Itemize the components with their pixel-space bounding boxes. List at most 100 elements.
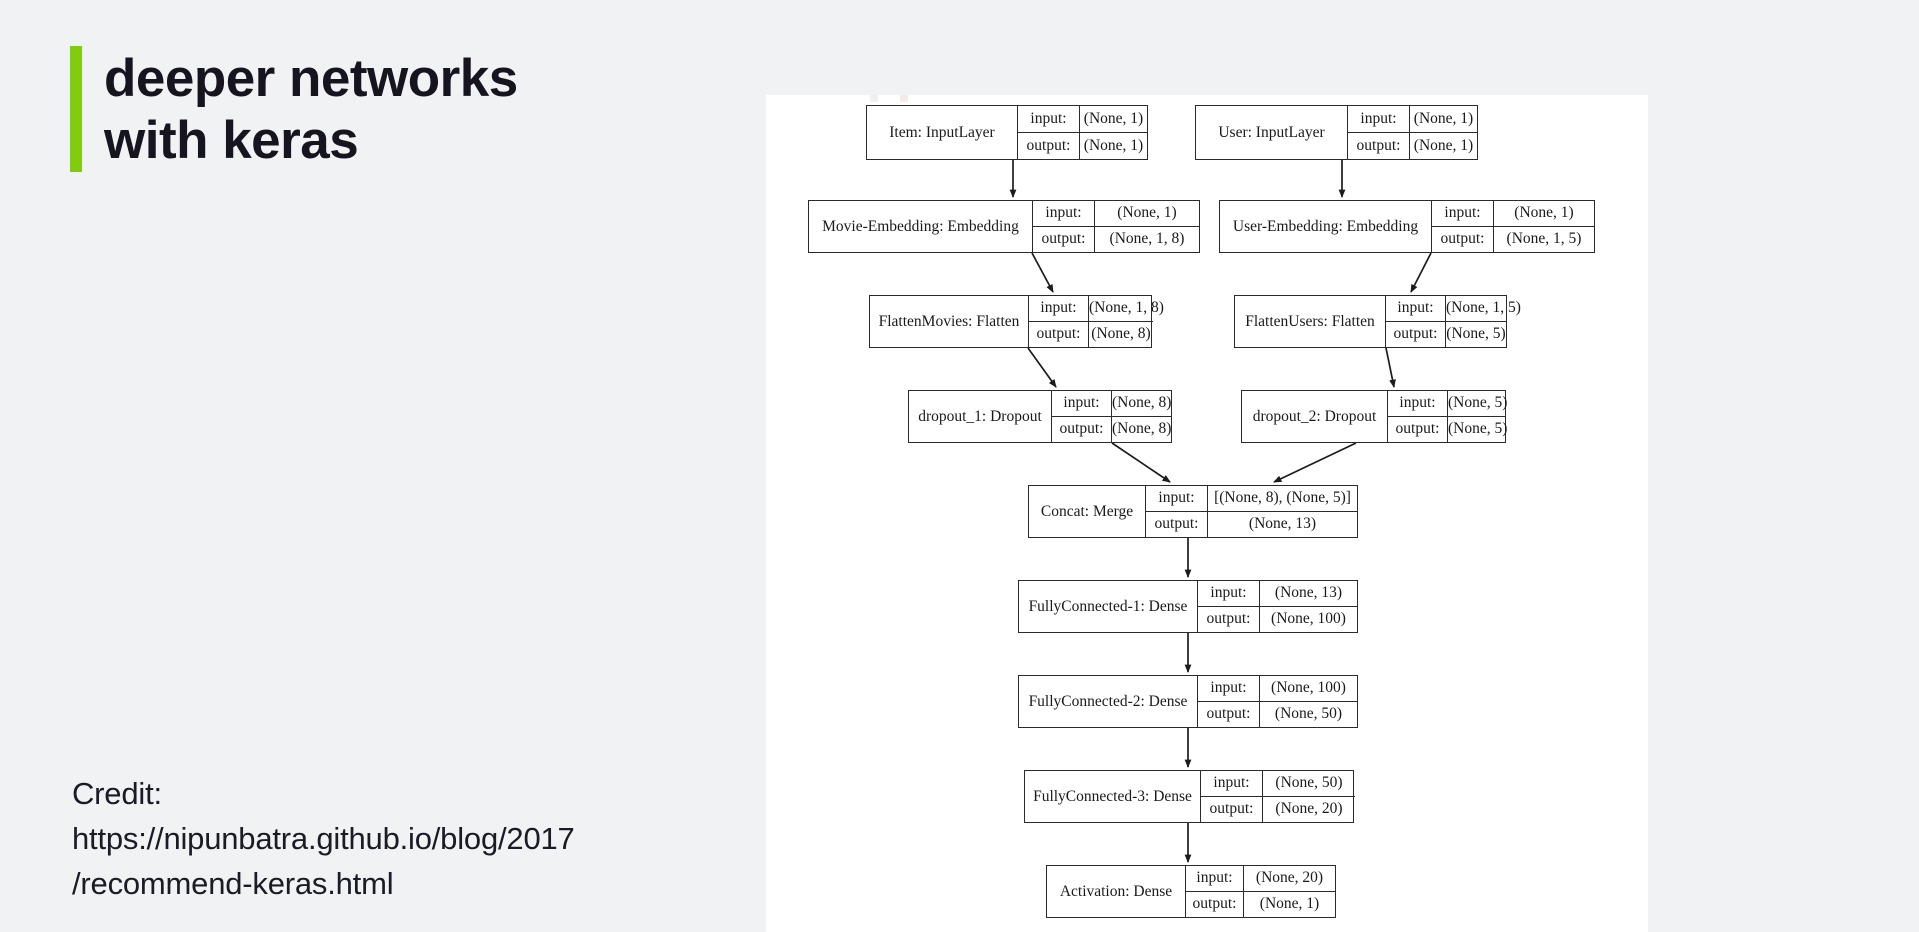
node-input-shape-activation: (None, 20) xyxy=(1255,869,1324,887)
node-label-item_input: Item: InputLayer xyxy=(889,123,995,141)
node-output-row-flatten_users: output:(None, 5) xyxy=(1386,321,1506,347)
node-output-shape-flatten_movies: (None, 8) xyxy=(1091,325,1151,343)
graph-node-fc2: FullyConnected-2: Dense input: (None, 100)… xyxy=(1018,675,1358,728)
node-output-key-item_input: output: xyxy=(1018,132,1080,159)
node-input-key-flatten_users: input: xyxy=(1386,296,1446,321)
node-input-key-concat: input: xyxy=(1146,486,1208,511)
node-output-shape-dropout_2: (None, 5) xyxy=(1448,420,1508,438)
node-input-row-user_input: input:(None, 1) xyxy=(1348,106,1477,133)
node-input-shape-fc3: (None, 50) xyxy=(1275,774,1343,792)
node-output-shape-item_input: (None, 1) xyxy=(1083,136,1144,154)
node-output-row-movie_embedding: output:(None, 1, 8) xyxy=(1033,226,1199,252)
node-input-shape-flatten_movies: (None, 1, 8) xyxy=(1089,299,1164,317)
node-input-row-fc3: input: (None, 50) xyxy=(1201,771,1355,797)
node-output-row-flatten_movies: output:(None, 8) xyxy=(1029,321,1153,347)
node-label-flatten_users: FlattenUsers: Flatten xyxy=(1245,312,1375,330)
node-output-row-dropout_2: output:(None, 5) xyxy=(1388,416,1508,442)
clipped-edge-artifact xyxy=(870,95,912,102)
node-output-key-flatten_movies: output: xyxy=(1029,321,1089,347)
node-io-table-item_input: input:(None, 1)output:(None, 1) xyxy=(1017,106,1147,159)
node-output-row-fc2: output: (None, 50) xyxy=(1198,701,1357,727)
node-input-key-fc3: input: xyxy=(1201,771,1263,796)
credit-text: Credit: https://nipunbatra.github.io/blo… xyxy=(72,776,575,901)
node-output-key-movie_embedding: output: xyxy=(1033,226,1095,252)
node-io-table-flatten_movies: input:(None, 1, 8)output:(None, 8) xyxy=(1028,296,1164,347)
node-input-row-movie_embedding: input:(None, 1) xyxy=(1033,201,1199,227)
node-output-row-concat: output:(None, 13) xyxy=(1146,511,1357,537)
node-input-row-user_embedding: input: (None, 1) xyxy=(1432,201,1594,227)
node-input-key-fc2: input: xyxy=(1198,676,1260,701)
node-io-table-concat: input:[(None, 8), (None, 5)]output:(None… xyxy=(1145,486,1357,537)
node-output-shape-concat: (None, 13) xyxy=(1248,515,1317,533)
node-output-key-dropout_1: output: xyxy=(1052,416,1112,442)
node-io-table-dropout_1: input:(None, 8)output:(None, 8) xyxy=(1051,391,1171,442)
graph-node-item_input: Item: InputLayer input:(None, 1)output:(N… xyxy=(866,105,1148,160)
node-output-row-activation: output:(None, 1) xyxy=(1186,891,1335,917)
node-input-row-dropout_1: input:(None, 8) xyxy=(1052,391,1171,417)
node-input-shape-item_input: (None, 1) xyxy=(1083,109,1144,127)
node-label-fc2: FullyConnected-2: Dense xyxy=(1028,692,1188,710)
node-input-row-flatten_movies: input:(None, 1, 8) xyxy=(1029,296,1164,322)
node-input-shape-dropout_1: (None, 8) xyxy=(1112,394,1172,412)
node-output-shape-fc2: (None, 50) xyxy=(1274,705,1343,723)
node-output-shape-user_input: (None, 1) xyxy=(1413,136,1474,154)
title-block: deeper networks with keras xyxy=(70,46,518,172)
node-input-shape-dropout_2: (None, 5) xyxy=(1448,394,1508,412)
page-title: deeper networks with keras xyxy=(104,49,518,170)
node-output-shape-flatten_users: (None, 5) xyxy=(1446,325,1506,343)
node-input-shape-user_input: (None, 1) xyxy=(1413,109,1474,127)
node-output-row-user_embedding: output:(None, 1, 5) xyxy=(1432,226,1594,252)
node-label-fc3: FullyConnected-3: Dense xyxy=(1033,787,1192,805)
node-input-shape-user_embedding: (None, 1) xyxy=(1514,204,1574,222)
node-output-key-dropout_2: output: xyxy=(1388,416,1448,442)
node-io-table-user_embedding: input: (None, 1) output:(None, 1, 5) xyxy=(1431,201,1594,252)
node-output-row-fc1: output:(None, 100) xyxy=(1198,606,1357,632)
node-output-row-item_input: output:(None, 1) xyxy=(1018,132,1147,159)
node-output-row-fc3: output:(None, 20) xyxy=(1201,796,1355,822)
node-input-key-user_input: input: xyxy=(1348,106,1410,132)
node-input-key-dropout_1: input: xyxy=(1052,391,1112,416)
node-io-table-dropout_2: input:(None, 5)output:(None, 5) xyxy=(1387,391,1508,442)
node-input-row-fc2: input: (None, 100) xyxy=(1198,676,1357,702)
node-input-row-item_input: input:(None, 1) xyxy=(1018,106,1147,133)
node-label-concat: Concat: Merge xyxy=(1040,502,1134,520)
node-output-key-fc2: output: xyxy=(1198,701,1260,727)
node-label-dropout_2: dropout_2: Dropout xyxy=(1252,407,1377,425)
node-input-key-activation: input: xyxy=(1186,866,1244,891)
node-input-key-movie_embedding: input: xyxy=(1033,201,1095,226)
node-input-row-flatten_users: input:(None, 1, 5) xyxy=(1386,296,1521,322)
graph-node-fc3: FullyConnected-3: Dense input: (None, 50) o… xyxy=(1024,770,1355,823)
node-input-key-user_embedding: input: xyxy=(1432,201,1494,226)
node-input-shape-flatten_users: (None, 1, 5) xyxy=(1446,299,1521,317)
node-output-key-user_input: output: xyxy=(1348,132,1410,159)
node-io-table-fc1: input:(None, 13)output:(None, 100) xyxy=(1197,581,1357,632)
title-accent-bar xyxy=(70,46,82,172)
node-output-row-dropout_1: output:(None, 8) xyxy=(1052,416,1171,442)
node-output-shape-fc1: (None, 100) xyxy=(1271,610,1346,628)
graph-edges-layer xyxy=(1009,160,1432,863)
node-output-key-activation: output: xyxy=(1186,891,1244,917)
node-label-flatten_movies: FlattenMovies: Flatten xyxy=(878,312,1020,330)
node-input-row-concat: input:[(None, 8), (None, 5)] xyxy=(1146,486,1357,512)
node-output-key-flatten_users: output: xyxy=(1386,321,1446,347)
graph-node-concat: Concat: Merge input:[(None, 8), (None, 5)… xyxy=(1028,485,1358,538)
graph-edges xyxy=(1009,160,1432,863)
node-label-user_input: User: InputLayer xyxy=(1218,123,1325,141)
node-io-table-flatten_users: input:(None, 1, 5)output:(None, 5) xyxy=(1385,296,1521,347)
graph-node-user_input: User: InputLayer input:(None, 1)output:(N… xyxy=(1195,105,1478,160)
graph-edge-movie_embedding-to-flatten_movies xyxy=(1031,252,1054,293)
graph-edge-dropout_1-to-concat xyxy=(1111,442,1171,483)
node-output-key-fc3: output: xyxy=(1201,796,1263,822)
node-input-shape-fc2: (None, 100) xyxy=(1271,679,1346,697)
slide-left-column: deeper networks with keras Credit: https… xyxy=(0,0,766,932)
node-io-table-activation: input: (None, 20) output:(None, 1) xyxy=(1185,866,1335,917)
graph-node-flatten_movies: FlattenMovies: Flatten input:(None, 1, 8)… xyxy=(869,295,1164,348)
node-io-table-user_input: input:(None, 1)output:(None, 1) xyxy=(1347,106,1477,159)
node-input-key-dropout_2: input: xyxy=(1388,391,1448,416)
node-io-table-fc2: input: (None, 100) output: (None, 50) xyxy=(1197,676,1357,727)
